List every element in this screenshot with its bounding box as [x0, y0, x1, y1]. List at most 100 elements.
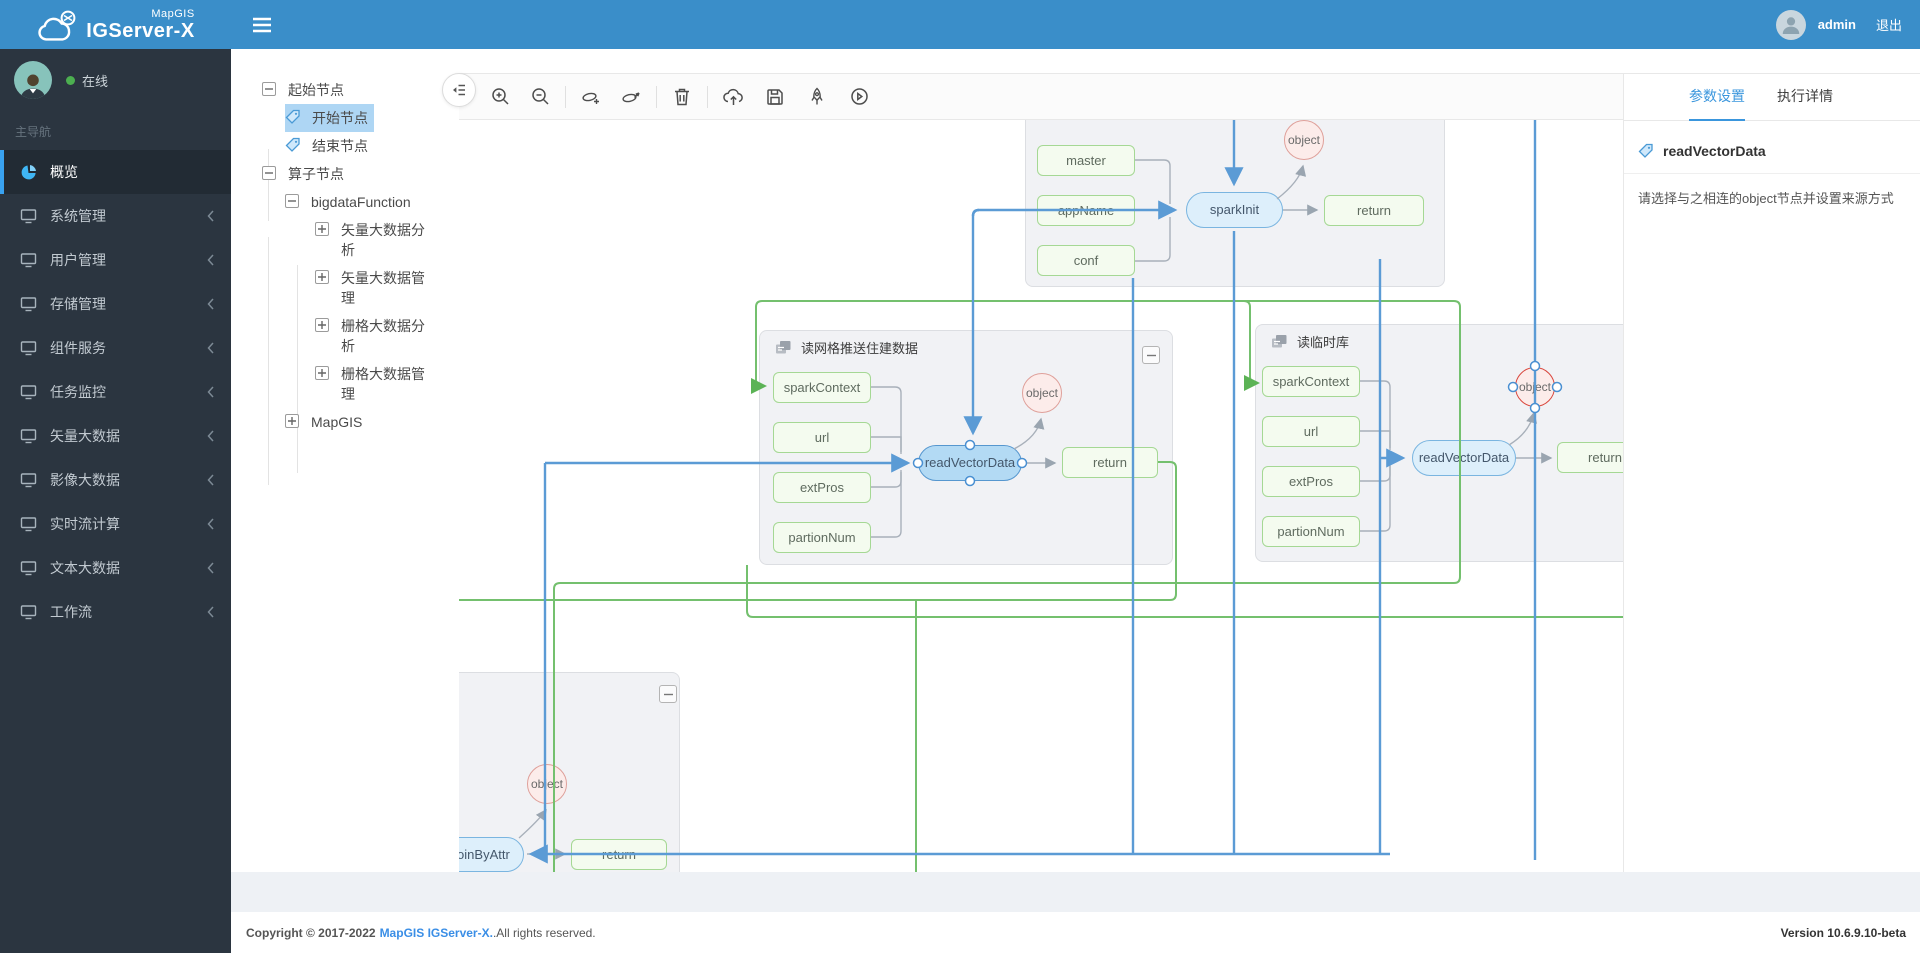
- tree-node-bigdatafunction[interactable]: bigdataFunction: [231, 188, 459, 216]
- tree-node-start[interactable]: 开始节点: [231, 104, 459, 132]
- cloud-logo-icon: [36, 9, 78, 41]
- param-node-partionnum[interactable]: partionNum: [773, 522, 871, 553]
- sidebar-item-image-bigdata[interactable]: 影像大数据: [0, 458, 231, 502]
- sidebar-item-system[interactable]: 系统管理: [0, 194, 231, 238]
- tree-node-start-group[interactable]: 起始节点: [231, 76, 459, 104]
- monitor-icon: [20, 472, 37, 488]
- launch-rocket-icon[interactable]: [798, 78, 836, 116]
- param-node-return[interactable]: return: [1557, 442, 1623, 473]
- sidebar-item-users[interactable]: 用户管理: [0, 238, 231, 282]
- tree-node-label: 起始节点: [288, 82, 344, 98]
- param-node-conf[interactable]: conf: [1037, 245, 1135, 276]
- tree-node-vector-analysis[interactable]: 矢量大数据分析: [231, 216, 459, 264]
- tree-node-raster-analysis[interactable]: 栅格大数据分析: [231, 312, 459, 360]
- upload-cloud-icon[interactable]: [714, 78, 752, 116]
- copyright-suffix: .All rights reserved.: [492, 925, 596, 940]
- tab-execution-details[interactable]: 执行详情: [1777, 87, 1833, 104]
- monitor-icon: [20, 428, 37, 444]
- param-node-url[interactable]: url: [1262, 416, 1360, 447]
- logout-button[interactable]: 退出: [1875, 18, 1902, 33]
- sidebar-menu: 概览 系统管理 用户管理 存储管理 组件服务: [0, 150, 231, 634]
- sidebar-item-workflow[interactable]: 工作流: [0, 590, 231, 634]
- footer-brand-link[interactable]: MapGIS IGServer-X.: [379, 925, 493, 940]
- chevron-left-icon: [206, 297, 215, 311]
- param-node-appname[interactable]: appName: [1037, 195, 1135, 226]
- sidebar: 在线 主导航 概览 系统管理 用户管理 存储管理: [0, 49, 231, 953]
- chevron-left-icon: [206, 253, 215, 267]
- sidebar-user-block: 在线: [0, 49, 231, 109]
- tree-node-operator-group[interactable]: 算子节点: [231, 160, 459, 188]
- tree-node-raster-manage[interactable]: 栅格大数据管理: [231, 360, 459, 408]
- sidebar-item-components[interactable]: 组件服务: [0, 326, 231, 370]
- main-content: 起始节点 开始节点 结束节点 算子节点: [231, 49, 1920, 872]
- expand-plus-icon[interactable]: [315, 318, 329, 332]
- zoom-in-icon[interactable]: [481, 78, 519, 116]
- tab-parameter-settings[interactable]: 参数设置: [1689, 74, 1745, 121]
- tree-node-end[interactable]: 结束节点: [231, 132, 459, 160]
- object-node[interactable]: object: [1284, 120, 1324, 160]
- delete-icon[interactable]: [663, 78, 701, 116]
- top-bar: MapGIS IGServer-X admin 退出: [0, 0, 1920, 49]
- param-node-return[interactable]: return: [1062, 447, 1158, 478]
- node-tree-panel: 起始节点 开始节点 结束节点 算子节点: [231, 49, 476, 872]
- sidebar-item-label: 系统管理: [50, 208, 106, 224]
- chevron-left-icon: [206, 473, 215, 487]
- tag-icon: [285, 109, 301, 132]
- object-node-hovered[interactable]: object: [1515, 367, 1555, 407]
- sidebar-item-label: 实时流计算: [50, 516, 120, 532]
- param-node-extpros[interactable]: extPros: [773, 472, 871, 503]
- sidebar-item-text-bigdata[interactable]: 文本大数据: [0, 546, 231, 590]
- sidebar-item-stream[interactable]: 实时流计算: [0, 502, 231, 546]
- save-icon[interactable]: [756, 78, 794, 116]
- object-node[interactable]: object: [1022, 373, 1062, 413]
- group-collapse-button[interactable]: [1142, 346, 1160, 364]
- workflow-editor: 读网格推送住建数据 读临时库 master appName conf spark…: [459, 49, 1623, 872]
- tree-node-mapgis[interactable]: MapGIS: [231, 408, 459, 436]
- param-node-master[interactable]: master: [1037, 145, 1135, 176]
- sidebar-item-vector-bigdata[interactable]: 矢量大数据: [0, 414, 231, 458]
- expand-plus-icon[interactable]: [315, 222, 329, 236]
- collapse-minus-icon[interactable]: [262, 166, 276, 180]
- expand-plus-icon[interactable]: [315, 366, 329, 380]
- sidebar-avatar[interactable]: [14, 61, 52, 99]
- chevron-left-icon: [206, 561, 215, 575]
- function-node-joinbyattr[interactable]: joinByAttr: [459, 837, 524, 872]
- chevron-left-icon: [206, 209, 215, 223]
- param-node-url[interactable]: url: [773, 422, 871, 453]
- username-text[interactable]: admin: [1817, 17, 1856, 32]
- function-node-sparkinit[interactable]: sparkInit: [1186, 192, 1283, 228]
- sidebar-item-overview[interactable]: 概览: [0, 150, 231, 194]
- tree-node-label: bigdataFunction: [311, 194, 411, 210]
- object-node[interactable]: object: [527, 764, 567, 804]
- param-node-extpros[interactable]: extPros: [1262, 466, 1360, 497]
- sidebar-item-tasks[interactable]: 任务监控: [0, 370, 231, 414]
- param-node-partionnum[interactable]: partionNum: [1262, 516, 1360, 547]
- tree-collapse-toggle-button[interactable]: [442, 73, 476, 107]
- function-node-readvectordata[interactable]: readVectorData: [1412, 440, 1516, 476]
- group-header: 读临时库: [1271, 332, 1349, 351]
- user-avatar[interactable]: [1775, 9, 1806, 40]
- workflow-canvas[interactable]: 读网格推送住建数据 读临时库 master appName conf spark…: [459, 120, 1623, 872]
- sidebar-item-storage[interactable]: 存储管理: [0, 282, 231, 326]
- overlay-add-icon[interactable]: [572, 78, 610, 116]
- function-node-readvectordata-selected[interactable]: readVectorData: [918, 445, 1022, 481]
- footer-area: Copyright © 2017-2022 MapGIS IGServer-X.…: [231, 872, 1920, 953]
- param-node-return[interactable]: return: [1324, 195, 1424, 226]
- run-icon[interactable]: [840, 78, 878, 116]
- hamburger-menu-icon[interactable]: [252, 17, 272, 33]
- sidebar-item-label: 用户管理: [50, 252, 106, 268]
- tag-icon: [1638, 143, 1654, 159]
- collapse-minus-icon[interactable]: [262, 82, 276, 96]
- zoom-out-icon[interactable]: [521, 78, 559, 116]
- group-header: 读网格推送住建数据: [775, 338, 918, 357]
- collapse-minus-icon[interactable]: [285, 194, 299, 208]
- param-node-sparkcontext[interactable]: sparkContext: [1262, 366, 1360, 397]
- param-node-return[interactable]: return: [571, 839, 667, 870]
- overlay-edit-icon[interactable]: [612, 78, 650, 116]
- group-collapse-button[interactable]: [659, 685, 677, 703]
- expand-plus-icon[interactable]: [285, 414, 299, 428]
- expand-plus-icon[interactable]: [315, 270, 329, 284]
- tree-node-vector-manage[interactable]: 矢量大数据管理: [231, 264, 459, 312]
- param-node-sparkcontext[interactable]: sparkContext: [773, 372, 871, 403]
- monitor-icon: [20, 560, 37, 576]
